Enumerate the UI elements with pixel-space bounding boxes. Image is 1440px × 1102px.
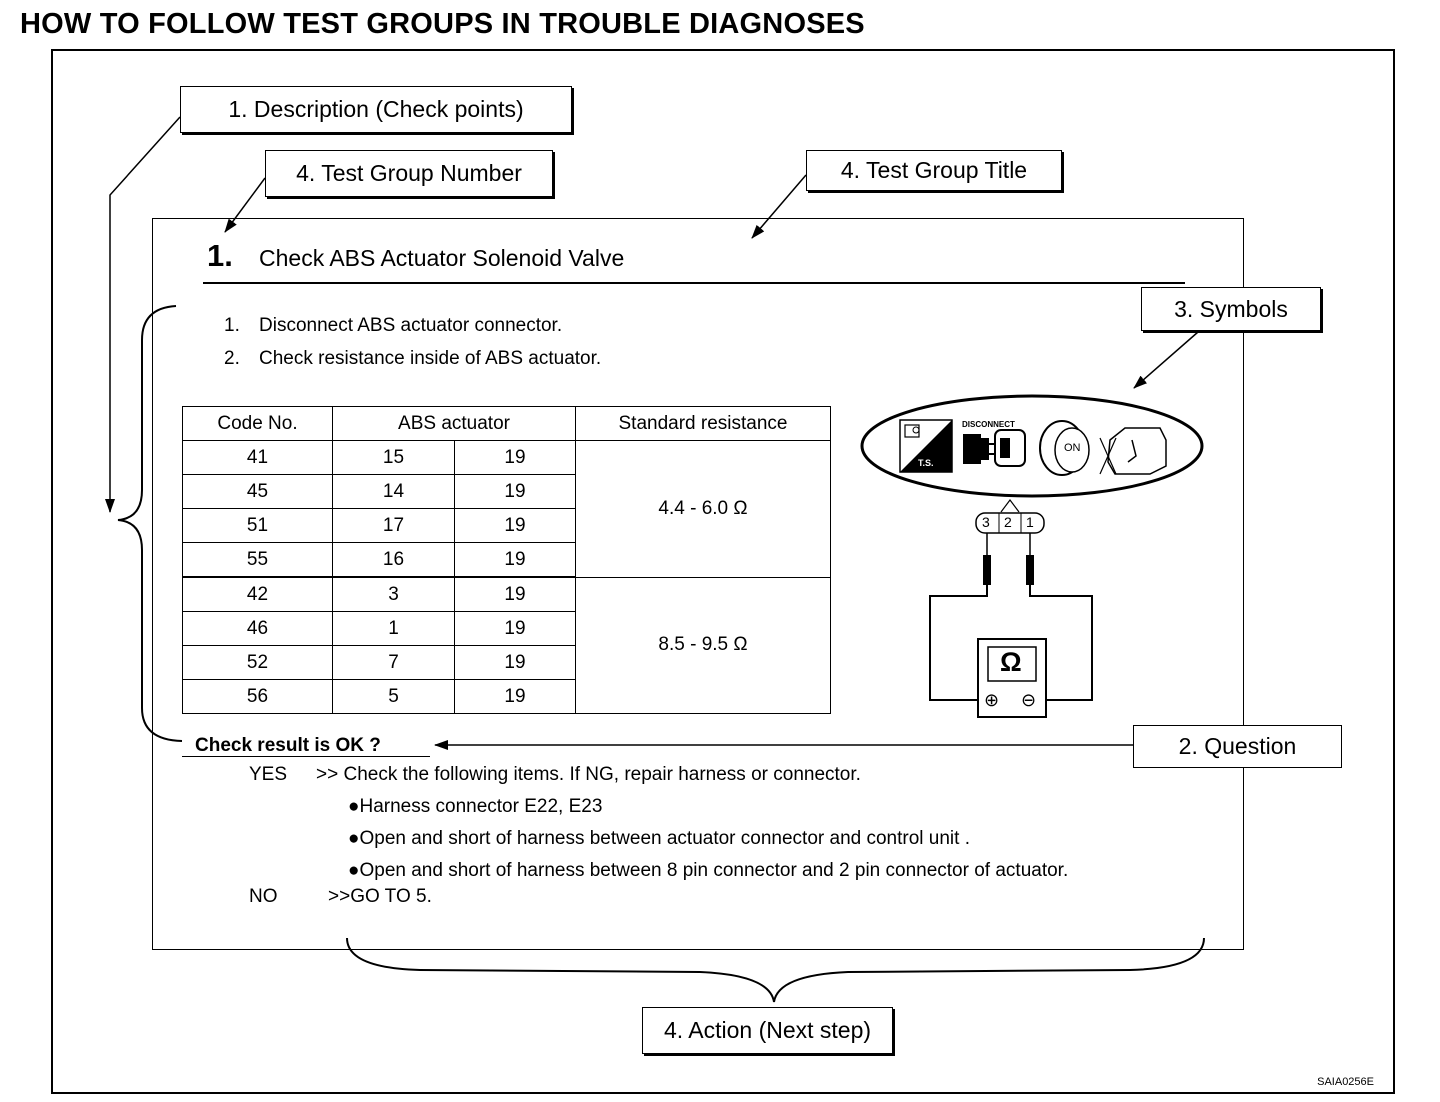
header-code: Code No.: [182, 406, 333, 441]
bullet-icon: ●: [348, 828, 360, 849]
bullet-icon: ●: [348, 860, 360, 881]
ohmmeter-icon: [977, 638, 1047, 718]
test-group-number: 1.: [207, 238, 233, 273]
check-item-text: Open and short of harness between actuat…: [359, 828, 970, 849]
no-action-text: >>GO TO 5.: [328, 886, 432, 907]
yes-label: YES: [249, 764, 288, 785]
terminal-cell: 19: [454, 508, 576, 543]
terminal-cell: 19: [454, 611, 576, 646]
table-row: 52 7 19: [182, 645, 831, 680]
terminal-cell: 3: [332, 576, 455, 612]
terminal-cell: 19: [454, 679, 576, 714]
symbols-arrow: [1133, 331, 1199, 389]
check-item: ●Harness connector E22, E23: [348, 796, 602, 818]
bottom-brace: [346, 937, 1205, 1003]
left-brace: [117, 305, 183, 742]
table-row: 41 15 19 4.4 - 6.0 Ω: [182, 440, 831, 578]
terminal-cell: 19: [454, 645, 576, 680]
callout-description: 1. Description (Check points): [180, 86, 572, 133]
figure-id: SAIA0256E: [1317, 1076, 1374, 1088]
standard-resistance-cell: 8.5 - 9.5 Ω: [575, 576, 831, 714]
code-cell: 55: [182, 542, 333, 578]
disconnect-label: DISCONNECT: [962, 420, 1015, 429]
step-2-number: 2.: [224, 348, 240, 369]
terminal-cell: 17: [332, 508, 455, 543]
table-row: 46 1 19: [182, 611, 831, 646]
ts-label: T.S.: [918, 458, 934, 468]
terminal-cell: 14: [332, 474, 455, 509]
connector-pin-1: 1: [1026, 514, 1034, 530]
terminal-cell: 15: [332, 440, 455, 475]
resistance-table: Code No. ABS actuator Standard resistanc…: [182, 406, 831, 714]
check-item: ●Open and short of harness between 8 pin…: [348, 860, 1068, 882]
step-1-number: 1.: [224, 315, 240, 336]
check-item: ●Open and short of harness between actua…: [348, 828, 970, 850]
terminal-cell: 19: [454, 474, 576, 509]
page-title: HOW TO FOLLOW TEST GROUPS IN TROUBLE DIA…: [20, 8, 865, 40]
bullet-icon: ●: [348, 796, 360, 817]
engine-off-icon: [1099, 427, 1167, 475]
test-group-title-arrow: [751, 174, 807, 239]
callout-symbols: 3. Symbols: [1141, 287, 1321, 331]
yes-action-text: >> Check the following items. If NG, rep…: [316, 764, 861, 785]
question-text: Check result is OK ?: [195, 735, 381, 756]
standard-resistance-cell: 4.4 - 6.0 Ω: [575, 440, 831, 578]
ohm-symbol: Ω: [1000, 647, 1022, 677]
terminal-cell: 19: [454, 542, 576, 578]
ignition-on-icon: [1039, 420, 1090, 476]
table-row: 42 3 19 8.5 - 9.5 Ω: [182, 576, 831, 714]
code-cell: 56: [182, 679, 333, 714]
table-row: 55 16 19: [182, 542, 831, 578]
check-item-text: Harness connector E22, E23: [359, 796, 603, 817]
terminal-cell: 1: [332, 611, 455, 646]
symbols-oval: [860, 394, 1204, 498]
code-cell: 41: [182, 440, 333, 475]
test-group-title: Check ABS Actuator Solenoid Valve: [259, 245, 625, 271]
terminal-cell: 19: [454, 440, 576, 475]
check-item-text: Open and short of harness between 8 pin …: [359, 860, 1069, 881]
terminal-cell: 5: [332, 679, 455, 714]
table-row: 56 5 19: [182, 679, 831, 714]
terminal-cell: 16: [332, 542, 455, 578]
code-cell: 42: [182, 576, 333, 612]
step-2-text: Check resistance inside of ABS actuator.: [259, 348, 602, 369]
code-cell: 51: [182, 508, 333, 543]
test-group-panel: [152, 218, 1244, 950]
outer-frame: [51, 49, 1395, 1094]
heading-underline: [203, 282, 1185, 284]
meter-leads: [929, 533, 1093, 701]
header-actuator: ABS actuator: [332, 406, 576, 441]
connector-icon: [975, 499, 1045, 534]
connector-pin-2: 2: [1004, 514, 1012, 530]
question-underline: [182, 756, 430, 757]
step-1-text: Disconnect ABS actuator connector.: [259, 315, 563, 336]
callout-question: 2. Question: [1133, 725, 1342, 768]
meter-plus-terminal: ⊕: [984, 690, 1000, 710]
callout-action: 4. Action (Next step): [642, 1007, 893, 1054]
callout-test-group-title: 4. Test Group Title: [806, 150, 1062, 191]
description-arrow: [105, 116, 181, 513]
no-label: NO: [249, 886, 278, 907]
terminal-cell: 19: [454, 576, 576, 612]
code-cell: 45: [182, 474, 333, 509]
code-cell: 52: [182, 645, 333, 680]
table-row: 51 17 19: [182, 508, 831, 543]
test-group-number-arrow: [224, 177, 266, 233]
code-cell: 46: [182, 611, 333, 646]
table-header-row: Code No. ABS actuator Standard resistanc…: [182, 406, 831, 441]
ts-icon: [899, 419, 953, 473]
terminal-cell: 7: [332, 645, 455, 680]
callout-test-group-number: 4. Test Group Number: [265, 150, 553, 197]
meter-minus-terminal: ⊖: [1021, 690, 1037, 710]
connector-pin-3: 3: [982, 514, 990, 530]
disconnect-icon: [963, 429, 1026, 467]
table-row: 45 14 19: [182, 474, 831, 509]
on-label: ON: [1064, 442, 1081, 454]
header-standard: Standard resistance: [575, 406, 831, 441]
